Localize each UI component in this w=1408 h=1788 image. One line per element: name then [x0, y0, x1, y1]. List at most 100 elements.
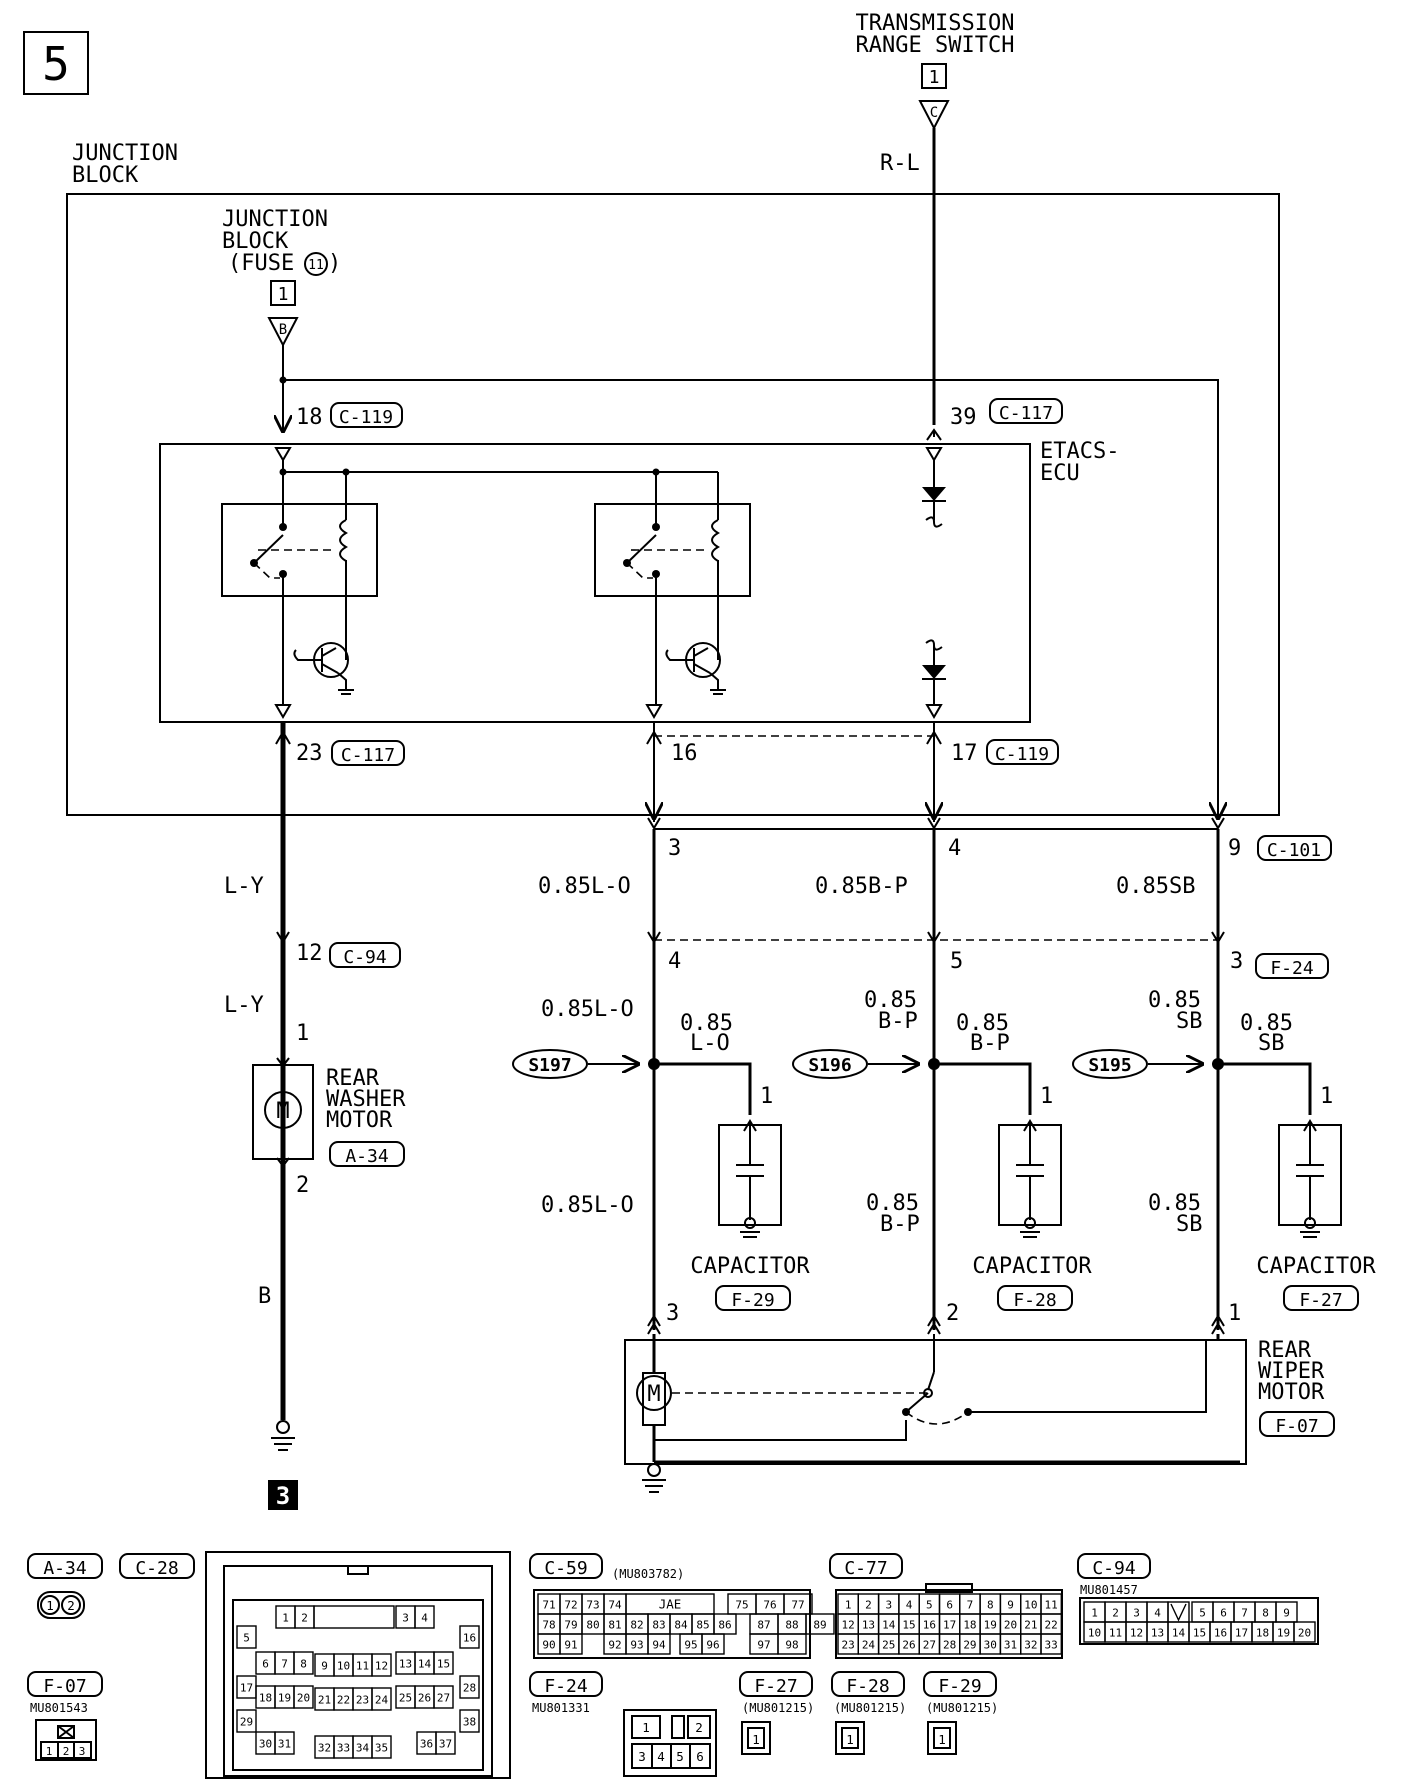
- c28-pin-label: 26: [418, 1692, 431, 1705]
- svg-text:MU801457: MU801457: [1080, 1583, 1138, 1597]
- svg-text:1: 1: [752, 1732, 760, 1747]
- c59-pin-label: 73: [586, 1599, 599, 1612]
- c59-pin-label: 98: [785, 1639, 798, 1652]
- conn-f24: F-24: [1255, 953, 1329, 979]
- svg-text:2: 2: [695, 1720, 703, 1735]
- c28-pin-label: 7: [281, 1658, 288, 1671]
- c59-pin-label: 76: [763, 1599, 776, 1612]
- connector-view-f24: F-24 MU801331 1 2 3 4 5 6: [529, 1671, 717, 1777]
- svg-text:MU801543: MU801543: [30, 1701, 88, 1715]
- c77-pin-label: 25: [882, 1639, 895, 1652]
- wire-085lo-b: 0.85L-O: [541, 997, 634, 1022]
- trs-connector-no: 1: [929, 67, 940, 88]
- conn-c94: C-94: [329, 942, 401, 968]
- c59-pin-label: 87: [757, 1619, 770, 1632]
- c77-pin-label: 12: [842, 1619, 855, 1632]
- junction-block-label-2: BLOCK: [72, 163, 139, 188]
- c77-pin-label: 17: [943, 1619, 956, 1632]
- svg-text:C-119: C-119: [339, 407, 393, 428]
- svg-text:REAR: REAR: [326, 1066, 380, 1091]
- c28-pin-label: 25: [399, 1692, 412, 1705]
- c28-pin-label: 35: [375, 1742, 388, 1755]
- svg-text:MOTOR: MOTOR: [326, 1108, 393, 1133]
- c59-cell: [805, 1613, 835, 1635]
- feed-to-pin9: [283, 379, 1218, 820]
- c28-cell: [414, 1605, 435, 1629]
- c28-cell: [459, 1625, 480, 1649]
- connector-view-f29: F-29 (MU801215) 1: [923, 1671, 998, 1755]
- conn-c119-bottom: C-119: [986, 739, 1059, 765]
- fuse-label-1: JUNCTION: [222, 207, 328, 232]
- fuse-label-3b: ): [328, 251, 341, 276]
- svg-text:MOTOR: MOTOR: [1258, 1380, 1325, 1405]
- svg-text:CAPACITOR: CAPACITOR: [690, 1254, 810, 1279]
- svg-text:(MU801215): (MU801215): [834, 1701, 906, 1715]
- junction-block-label-1: JUNCTION: [72, 141, 178, 166]
- c59-pin-label: 94: [652, 1639, 666, 1652]
- svg-text:F-28: F-28: [1013, 1290, 1056, 1311]
- c28-pin-label: 28: [463, 1682, 476, 1695]
- wire-r-l: R-L: [880, 151, 920, 176]
- term-wm2: 2: [296, 1173, 309, 1198]
- c94-pin-label: 1: [1091, 1607, 1098, 1620]
- term-23: 23: [296, 741, 323, 766]
- c59-pin-label: 85: [696, 1619, 709, 1632]
- svg-text:A-34: A-34: [345, 1146, 388, 1167]
- c77-pin-label: 16: [923, 1619, 936, 1632]
- connector-view-f07: F-07 MU801543 1 2 3: [27, 1671, 103, 1761]
- c28-pin-label: 8: [300, 1658, 307, 1671]
- wire-085bp-a: 0.85B-P: [815, 874, 908, 899]
- c59-pin-label: 79: [564, 1619, 577, 1632]
- wire-085lo-c: 0.85L-O: [541, 1193, 634, 1218]
- motor-m-2: M: [647, 1382, 660, 1407]
- c28-cell: [371, 1653, 392, 1677]
- c28-pin-label: 6: [262, 1658, 269, 1671]
- svg-text:(MU801215): (MU801215): [742, 1701, 814, 1715]
- c28-cell: [293, 1685, 314, 1709]
- term-12: 12: [296, 941, 323, 966]
- c77-pin-label: 26: [902, 1639, 915, 1652]
- cap3-wire-2: SB: [1258, 1031, 1285, 1056]
- c59-cell: [777, 1633, 807, 1655]
- c59-cell: [713, 1613, 737, 1635]
- c59-pin-label: 91: [564, 1639, 577, 1652]
- cap3-wire-1: 0.85: [1240, 1011, 1293, 1036]
- c28-cell: [459, 1675, 480, 1699]
- svg-text:C-117: C-117: [341, 745, 395, 766]
- svg-text:C-101: C-101: [1267, 840, 1321, 861]
- svg-text:2: 2: [63, 1745, 70, 1758]
- svg-text:F-27: F-27: [754, 1676, 797, 1697]
- c28-pin-label: 31: [278, 1738, 291, 1751]
- svg-text:F-24: F-24: [544, 1676, 587, 1697]
- c28-cell: [293, 1651, 314, 1675]
- c94-pin-label: 11: [1109, 1627, 1122, 1640]
- page-number: 5: [42, 37, 70, 91]
- splice-s195: S195: [1072, 1049, 1224, 1079]
- c28-cell: [435, 1731, 456, 1755]
- fuse-connector-no: 1: [278, 284, 289, 305]
- svg-text:REAR: REAR: [1258, 1338, 1312, 1363]
- wire-085sb-c1: 0.85: [1148, 1191, 1201, 1216]
- c94-pin-label: 16: [1214, 1627, 1227, 1640]
- c28-pin-label: 32: [318, 1742, 331, 1755]
- c59-pin-label: 72: [564, 1599, 577, 1612]
- c59-cell: [647, 1633, 671, 1655]
- c28-pin-label: 19: [278, 1692, 291, 1705]
- term-18: 18: [296, 405, 323, 430]
- svg-text:S195: S195: [1088, 1055, 1131, 1076]
- c59-pin-label: 86: [718, 1619, 731, 1632]
- c59-cell: [701, 1633, 725, 1655]
- svg-text:3: 3: [638, 1749, 646, 1764]
- rear-washer-motor: M REAR WASHER MOTOR A-34: [252, 1057, 406, 1168]
- wire-085lo-a: 0.85L-O: [538, 874, 631, 899]
- fuse-label-3a: (FUSE: [228, 251, 294, 276]
- svg-text:(MU801215): (MU801215): [926, 1701, 998, 1715]
- c77-pin-label: 13: [862, 1619, 875, 1632]
- wire-085bp-c1: 0.85: [866, 1191, 919, 1216]
- svg-text:F-07: F-07: [43, 1676, 86, 1697]
- c77-pin-label: 32: [1024, 1639, 1037, 1652]
- c94-pin-label: 20: [1298, 1627, 1311, 1640]
- c77-pin-label: 21: [1024, 1619, 1037, 1632]
- splice-s197: S197: [512, 1049, 660, 1079]
